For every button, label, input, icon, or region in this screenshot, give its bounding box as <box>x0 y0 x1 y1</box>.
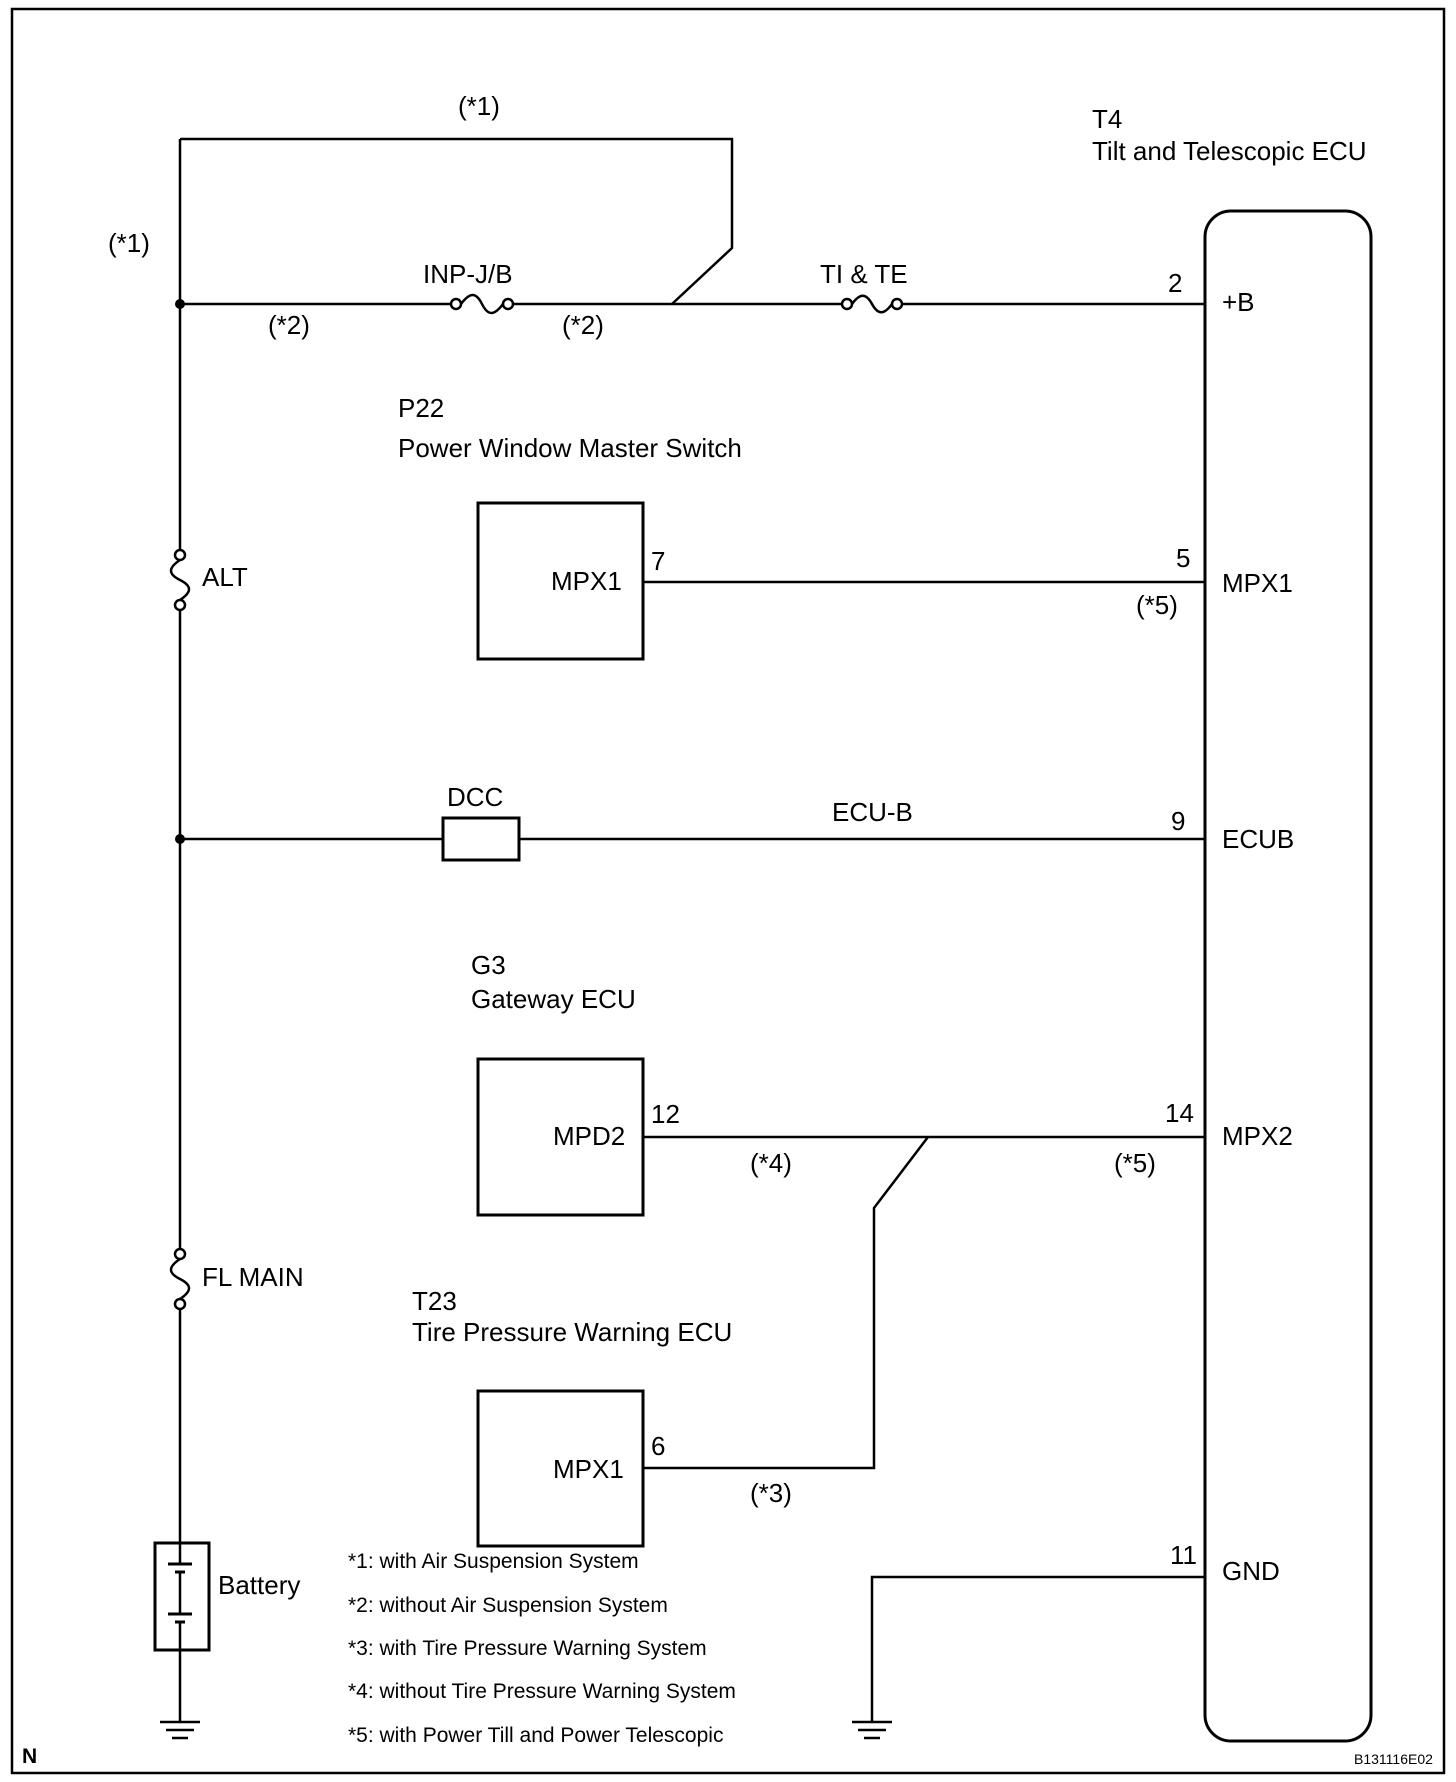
ecu-pin-num-5: 5 <box>1176 543 1190 573</box>
note-5: *5: with Power Till and Power Telescopic <box>348 1724 723 1747</box>
fuse-fl-main-end-top <box>173 1247 187 1261</box>
power-window-terminal: MPX1 <box>551 566 622 596</box>
mark-2-left: (*2) <box>268 310 310 340</box>
mark-1-top: (*1) <box>458 91 500 121</box>
fuse-alt-element <box>169 558 191 602</box>
wire-tire-pressure <box>643 1136 929 1470</box>
fuse-fl-main-label: FL MAIN <box>202 1262 304 1292</box>
battery-label: Battery <box>218 1570 300 1600</box>
mark-4: (*4) <box>750 1148 792 1178</box>
ecu-pin-num-9: 9 <box>1171 806 1185 836</box>
fuse-alt-end-bottom <box>173 598 187 612</box>
gateway-terminal: MPD2 <box>553 1121 625 1151</box>
tire-pressure-terminal: MPX1 <box>553 1454 624 1484</box>
fuse-inp-jb-element <box>460 293 504 315</box>
ecu-pin-name-ecub: ECUB <box>1222 824 1294 854</box>
note-1: *1: with Air Suspension System <box>348 1550 639 1573</box>
fuse-alt-label: ALT <box>202 562 248 592</box>
fuse-ti-te-label: TI & TE <box>820 259 908 289</box>
mark-5-mpx2: (*5) <box>1114 1148 1156 1178</box>
fuse-fl-main-end-bottom <box>173 1297 187 1311</box>
wire-top-loop <box>180 137 734 305</box>
tire-pressure-pin: 6 <box>651 1431 665 1461</box>
mark-3: (*3) <box>750 1478 792 1508</box>
fuse-ti-te-element <box>850 294 894 314</box>
fuse-fl-main-element <box>169 1257 191 1301</box>
tire-pressure-id: T23 <box>412 1286 457 1316</box>
junction-top <box>175 299 185 309</box>
battery-box <box>153 1541 211 1652</box>
fuse-inp-jb-label: INP-J/B <box>423 259 513 289</box>
corner-left-mark: N <box>22 1745 37 1768</box>
power-window-name: Power Window Master Switch <box>398 433 742 463</box>
ecu-pin-name-mpx1: MPX1 <box>1222 568 1293 598</box>
ecu-pin-name-b: +B <box>1222 287 1255 317</box>
fuse-inp-jb-end-left <box>449 297 463 311</box>
ecu-main-name: Tilt and Telescopic ECU <box>1092 136 1367 166</box>
tilt-telescopic-ecu-box <box>1203 209 1373 1743</box>
fuse-ti-te-end-right <box>890 297 904 311</box>
junction-ecub <box>175 834 185 844</box>
power-window-box <box>476 501 645 661</box>
gateway-pin: 12 <box>651 1099 680 1129</box>
tire-pressure-name: Tire Pressure Warning ECU <box>412 1317 732 1347</box>
fuse-dcc-box <box>441 816 521 862</box>
note-2: *2: without Air Suspension System <box>348 1594 668 1617</box>
ecu-pin-num-11: 11 <box>1170 1540 1197 1570</box>
mark-2-right: (*2) <box>562 310 604 340</box>
battery-cells <box>168 1543 192 1650</box>
fuse-alt-end-top <box>173 548 187 562</box>
mark-1-left: (*1) <box>108 228 150 258</box>
fuse-dcc-label: DCC <box>447 782 503 812</box>
ecu-pin-num-14: 14 <box>1165 1098 1194 1128</box>
ground-symbol-left <box>160 1720 200 1740</box>
wire-ecub-label: ECU-B <box>832 797 913 827</box>
gateway-name: Gateway ECU <box>471 984 636 1014</box>
ecu-pin-name-mpx2: MPX2 <box>1222 1121 1293 1151</box>
gateway-id: G3 <box>471 950 506 980</box>
note-4: *4: without Tire Pressure Warning System <box>348 1680 736 1703</box>
mark-5-mpx1: (*5) <box>1136 590 1178 620</box>
wire-gnd <box>870 1575 1205 1722</box>
fuse-ti-te-end-left <box>840 297 854 311</box>
power-window-id: P22 <box>398 393 444 423</box>
note-3: *3: with Tire Pressure Warning System <box>348 1637 707 1660</box>
tire-pressure-box <box>476 1389 645 1548</box>
fuse-inp-jb-end-right <box>501 297 515 311</box>
ecu-main-id: T4 <box>1092 104 1122 134</box>
power-window-pin: 7 <box>651 546 665 576</box>
ground-symbol-right <box>852 1720 892 1740</box>
corner-right-code: B131116E02 <box>1354 1751 1433 1767</box>
ecu-pin-name-gnd: GND <box>1222 1556 1280 1586</box>
ecu-pin-num-2: 2 <box>1168 268 1182 298</box>
diagram-frame <box>10 7 1446 1775</box>
